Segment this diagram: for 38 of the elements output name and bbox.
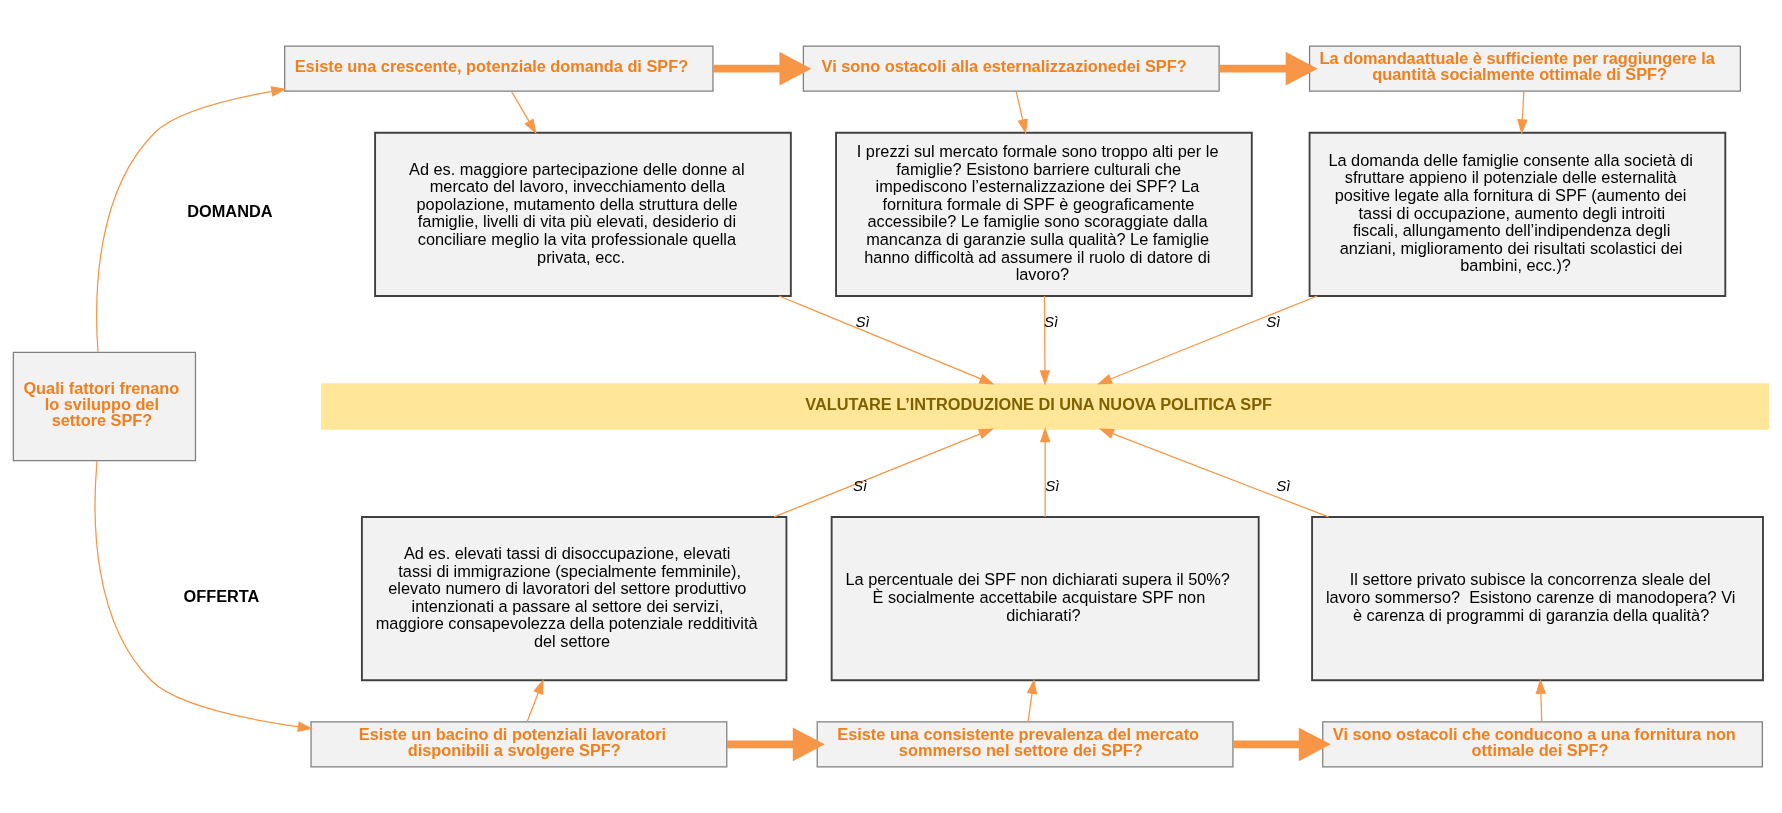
node-box: I prezzi sul mercato formale sono troppo alti per le famiglie? Esistono barriere culturali che impediscono l’esternalizzazione dei SPF? La fornitura formale di SPF è geograficamente accessibile? Le famiglie sono scoraggiate dalla mancanza di garanzie sulla qualità? Le famiglie hanno difficoltà ad assumere il ruolo di datore di lavoro? — [835, 131, 1253, 297]
label: DOMANDA — [187, 202, 273, 221]
edge-label: Sì — [1045, 477, 1060, 495]
arrow — [773, 428, 994, 518]
node-box: Ad es. elevati tassi di disoccupazione, elevati tassi di immigrazione (specialmente femminile), elevato numero di lavoratori del settore produttivo intenzionati a passare al settore dei servizi, maggiore consapevolezza della potenziale redditività del settore — [360, 516, 788, 682]
node-box: Esiste un bacino di potenziali lavoratori disponibili a svolgere SPF? — [310, 721, 728, 768]
edge-label: Sì — [1266, 312, 1281, 330]
edge-label: Sì — [855, 312, 870, 330]
arrow — [1535, 678, 1547, 722]
arrow — [1039, 427, 1051, 518]
arrow — [510, 91, 537, 135]
node-box: Esiste una crescente, potenziale domanda di SPF? — [284, 45, 714, 92]
node-box: Quali fattori frenano lo sviluppo del settore SPF? — [12, 351, 197, 462]
node-box: VALUTARE L’INTRODUZIONE DI UNA NUOVA POLITICA SPF — [321, 383, 1770, 430]
label: OFFERTA — [183, 586, 260, 605]
node-box: La domandaattuale è sufficiente per raggiungere la quantità socialmente ottimale di SPF? — [1308, 45, 1741, 92]
arrow — [526, 678, 544, 722]
arrow — [1097, 295, 1318, 385]
node-box: Esiste una consistente prevalenza del mercato sommerso nel settore dei SPF? — [816, 721, 1234, 768]
arrow — [96, 86, 287, 353]
edge-label: Sì — [1276, 477, 1291, 495]
arrow — [1517, 91, 1528, 135]
node-box: Ad es. maggiore partecipazione delle donne al mercato del lavoro, invecchiamento della popolazione, mutamento della struttura delle famiglie, livelli di vita più elevati, desiderio di conciliare meglio la vita professionale quella privata, ecc. — [374, 131, 792, 297]
node-box: Il settore privato subisce la concorrenza sleale del lavoro sommerso? Esistono carenze di manodopera? Vi è carenza di programmi di garanzia della qualità? — [1311, 516, 1764, 682]
arrow — [94, 460, 313, 732]
edge-label: Sì — [853, 477, 868, 495]
arrow — [1015, 91, 1028, 135]
arrow — [713, 51, 812, 86]
node-box: La percentuale dei SPF non dichiarati supera il 50%? È socialmente accettabile acquistare SPF non dichiarati? — [830, 516, 1260, 682]
node-box: Vi sono ostacoli alla esternalizzazionedei SPF? — [802, 45, 1220, 92]
arrow — [778, 295, 995, 385]
node-box: La domanda delle famiglie consente alla società di sfruttare appieno il potenziale delle esternalità positive legate alla fornitura di SPF (aumento dei tassi di occupazione, aumento degli introiti fiscali, allungamento dell’indipendenza degli anziani, miglioramento dei risultati scolastici dei bambini, ecc.)? — [1308, 131, 1727, 297]
node-box: Vi sono ostacoli che conducono a una fornitura non ottimale dei SPF? — [1322, 721, 1763, 768]
arrow — [1098, 428, 1330, 518]
arrow — [727, 727, 825, 762]
arrow — [1219, 51, 1318, 86]
arrow — [1026, 678, 1038, 722]
arrow — [1233, 727, 1331, 762]
